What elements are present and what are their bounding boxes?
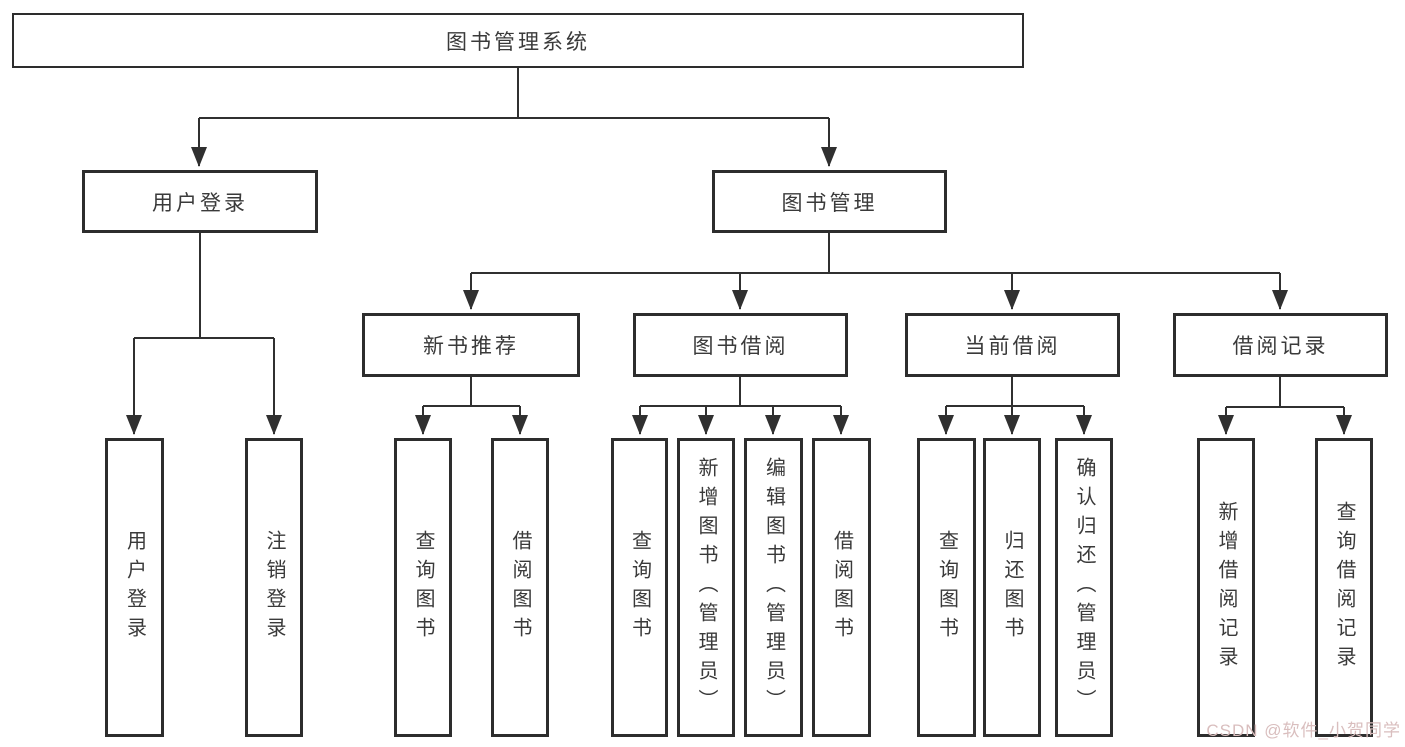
leaf-logout-login: 注销登录	[245, 438, 303, 737]
node-root: 图书管理系统	[12, 13, 1024, 68]
node-book-borrow: 图书借阅	[633, 313, 848, 377]
node-new-book-recommend: 新书推荐	[362, 313, 580, 377]
leaf-query-book-borrow: 查询图书	[611, 438, 668, 737]
leaf-user-login: 用户登录	[105, 438, 164, 737]
leaf-add-borrow-record: 新增借阅记录	[1197, 438, 1255, 737]
leaf-query-book-current: 查询图书	[917, 438, 976, 737]
leaf-return-book: 归还图书	[983, 438, 1041, 737]
node-current-borrow: 当前借阅	[905, 313, 1120, 377]
leaf-query-borrow-record: 查询借阅记录	[1315, 438, 1373, 737]
leaf-add-book-admin: 新增图书（管理员）	[677, 438, 735, 737]
node-book-management: 图书管理	[712, 170, 947, 233]
watermark: CSDN @软件_小贺同学	[1206, 721, 1401, 740]
node-user-login: 用户登录	[82, 170, 318, 233]
node-borrow-record: 借阅记录	[1173, 313, 1388, 377]
leaf-borrow-book: 借阅图书	[812, 438, 871, 737]
leaf-confirm-return-admin: 确认归还（管理员）	[1055, 438, 1113, 737]
leaf-borrow-book-recommend: 借阅图书	[491, 438, 549, 737]
leaf-query-book-recommend: 查询图书	[394, 438, 452, 737]
leaf-edit-book-admin: 编辑图书（管理员）	[744, 438, 803, 737]
